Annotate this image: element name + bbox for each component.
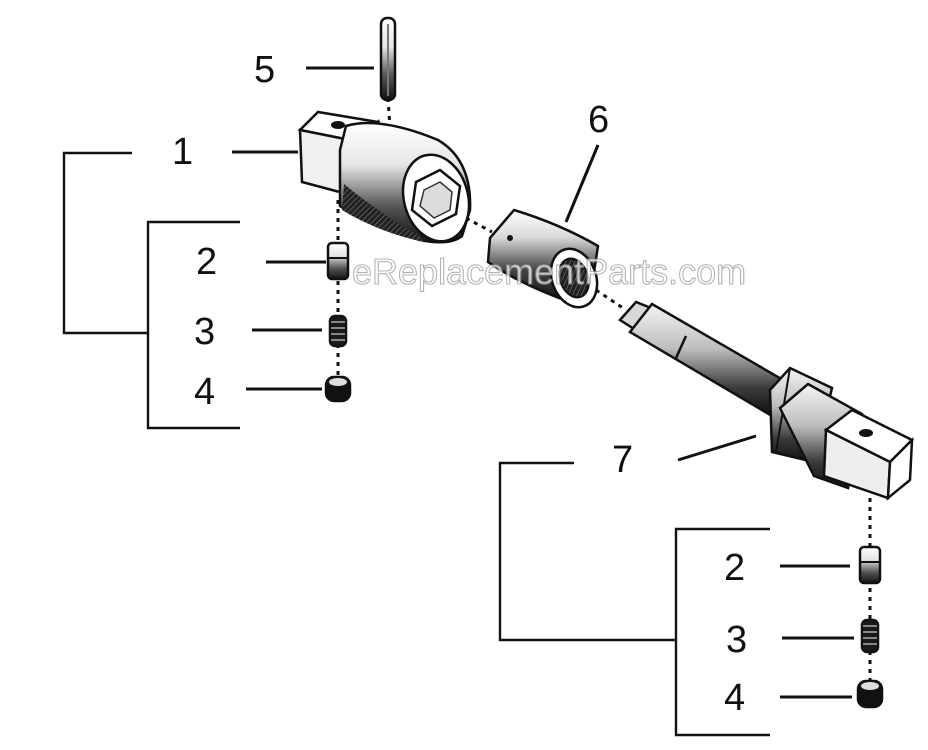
- part-2-lower-detent: [858, 545, 882, 585]
- part-1-socket-adapter: [297, 110, 472, 244]
- leader-7: [677, 434, 757, 462]
- callout-6: 6: [588, 99, 609, 141]
- callout-3-upper: 3: [194, 311, 215, 353]
- watermark-text: eReplacementParts.com: [352, 251, 746, 292]
- leader-6: [564, 144, 600, 223]
- callout-5: 5: [254, 49, 275, 91]
- part-6-sleeve: [486, 208, 600, 309]
- callout-4-upper: 4: [194, 371, 215, 413]
- part-4-upper-ball: [324, 375, 352, 403]
- part-7-extension-shaft: [618, 300, 915, 501]
- assembly-axis-lines: [336, 97, 872, 690]
- callout-4-lower: 4: [724, 677, 745, 719]
- part-5-pin: [379, 16, 397, 102]
- bracket-inner-lower: [674, 527, 770, 737]
- assembly-brackets: [62, 151, 770, 737]
- callout-1: 1: [172, 131, 193, 173]
- callout-2-upper: 2: [196, 241, 217, 283]
- part-2-upper-detent: [326, 241, 350, 281]
- part-3-lower-spring: [860, 618, 880, 654]
- axis-pin-5: [386, 97, 392, 129]
- bracket-inner-upper: [146, 220, 240, 430]
- callout-2-lower: 2: [724, 547, 745, 589]
- part-3-upper-spring: [328, 314, 348, 348]
- bracket-outer-upper: [62, 151, 148, 335]
- bracket-outer-lower: [498, 461, 676, 642]
- callout-7: 7: [612, 439, 633, 481]
- leader-lines: [232, 66, 854, 699]
- part-4-lower-ball: [856, 679, 884, 709]
- callout-labels: 5 1 6 2 3 4 7 2 3 4: [172, 49, 747, 719]
- axis-main-2: [595, 288, 627, 312]
- axis-main-1: [465, 216, 493, 234]
- callout-3-lower: 3: [726, 619, 747, 661]
